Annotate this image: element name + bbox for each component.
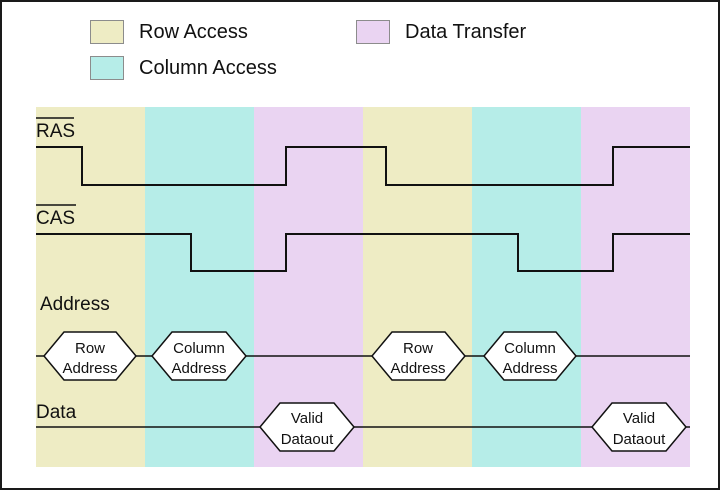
bus-label-valid: Valid bbox=[291, 410, 323, 427]
bus-label-column: Column bbox=[173, 340, 225, 357]
bus-label-dataout: Dataout bbox=[281, 431, 334, 448]
bus-label-address: Address bbox=[62, 360, 117, 377]
legend-label-row-access: Row Access bbox=[139, 20, 248, 43]
bus-segment-row-address-2: Row Address bbox=[371, 331, 466, 381]
legend-swatch-data-transfer bbox=[356, 20, 390, 44]
bus-label-row: Row bbox=[75, 340, 105, 357]
legend-data-transfer: Data Transfer bbox=[356, 20, 526, 44]
bus-label-address: Address bbox=[390, 360, 445, 377]
phase-band-column-access-1 bbox=[145, 107, 254, 467]
phase-band-column-access-2 bbox=[472, 107, 581, 467]
signal-label-cas: CAS bbox=[36, 208, 75, 229]
bus-label-address: Address bbox=[171, 360, 226, 377]
legend-label-data-transfer: Data Transfer bbox=[405, 20, 527, 43]
phase-band-row-access-2 bbox=[363, 107, 472, 467]
bus-segment-valid-dataout-1: Valid Dataout bbox=[259, 402, 355, 452]
bus-label-row: Row bbox=[403, 340, 433, 357]
legend-swatch-row-access bbox=[90, 20, 124, 44]
legend-label-column-access: Column Access bbox=[139, 56, 277, 79]
ras-waveform bbox=[36, 146, 690, 186]
bus-segment-column-address-1: Column Address bbox=[151, 331, 247, 381]
legend-row-access: Row Access bbox=[90, 20, 248, 44]
bus-segment-valid-dataout-2: Valid Dataout bbox=[591, 402, 687, 452]
bus-label-address: Address bbox=[502, 360, 557, 377]
cas-waveform bbox=[36, 233, 690, 272]
bus-segment-row-address-1: Row Address bbox=[43, 331, 137, 381]
signal-label-data: Data bbox=[36, 402, 77, 423]
signal-label-address: Address bbox=[40, 294, 110, 315]
signal-label-ras: RAS bbox=[36, 121, 75, 142]
phase-band-row-access-1 bbox=[36, 107, 145, 467]
bus-label-column: Column bbox=[504, 340, 556, 357]
bus-segment-column-address-2: Column Address bbox=[483, 331, 577, 381]
legend-column-access: Column Access bbox=[90, 56, 277, 80]
bus-label-dataout: Dataout bbox=[613, 431, 666, 448]
legend-swatch-column-access bbox=[90, 56, 124, 80]
bus-label-valid: Valid bbox=[623, 410, 655, 427]
